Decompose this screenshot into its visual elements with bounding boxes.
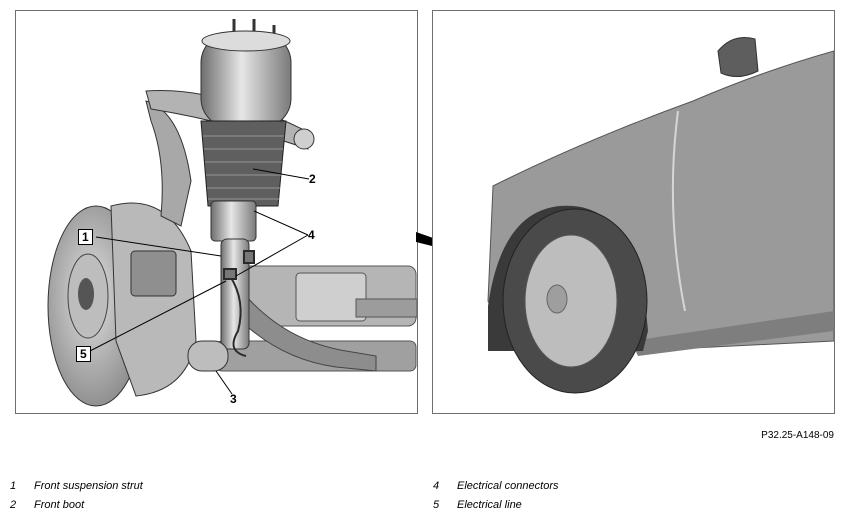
control-arm-bushing [293,128,315,150]
front-wheel-rim [524,234,618,368]
side-mirror [717,37,759,77]
legend-number: 2 [10,499,17,511]
callout-1: 1 [78,229,93,245]
callout-4: 4 [308,228,315,242]
legend-text: Front suspension strut [34,480,143,492]
front-boot [200,120,287,207]
callout-3: 3 [230,392,237,406]
door-seam [671,110,686,312]
axle-assembly [215,265,417,372]
strut-illustration [47,19,417,407]
legend-text: Electrical connectors [457,480,559,492]
legend-item: 1 Front suspension strut [10,480,143,492]
vehicle-illustration [487,37,834,394]
leader-lines [87,168,310,395]
legend-item: 2 Front boot [10,499,84,511]
legend-item: 4 Electrical connectors [433,480,559,492]
front-suspension-strut [187,200,257,372]
legend-item: 5 Electrical line [433,499,522,511]
callout-2: 2 [309,172,316,186]
legend-text: Front boot [34,499,85,511]
sill [631,311,834,356]
vehicle-location-panel [432,10,835,414]
electrical-line [223,250,255,357]
air-spring [200,19,292,129]
legend-number: 4 [433,480,440,492]
legend-text: Electrical line [457,499,522,511]
legend-number: 5 [433,499,440,511]
legend-number: 1 [10,480,17,492]
callout-5: 5 [76,346,91,362]
strut-illustration-panel: 1 2 3 4 5 [15,10,418,414]
steering-knuckle [110,100,197,397]
document-reference: P32.25-A148-09 [761,430,834,441]
wheel-hub [546,284,568,314]
